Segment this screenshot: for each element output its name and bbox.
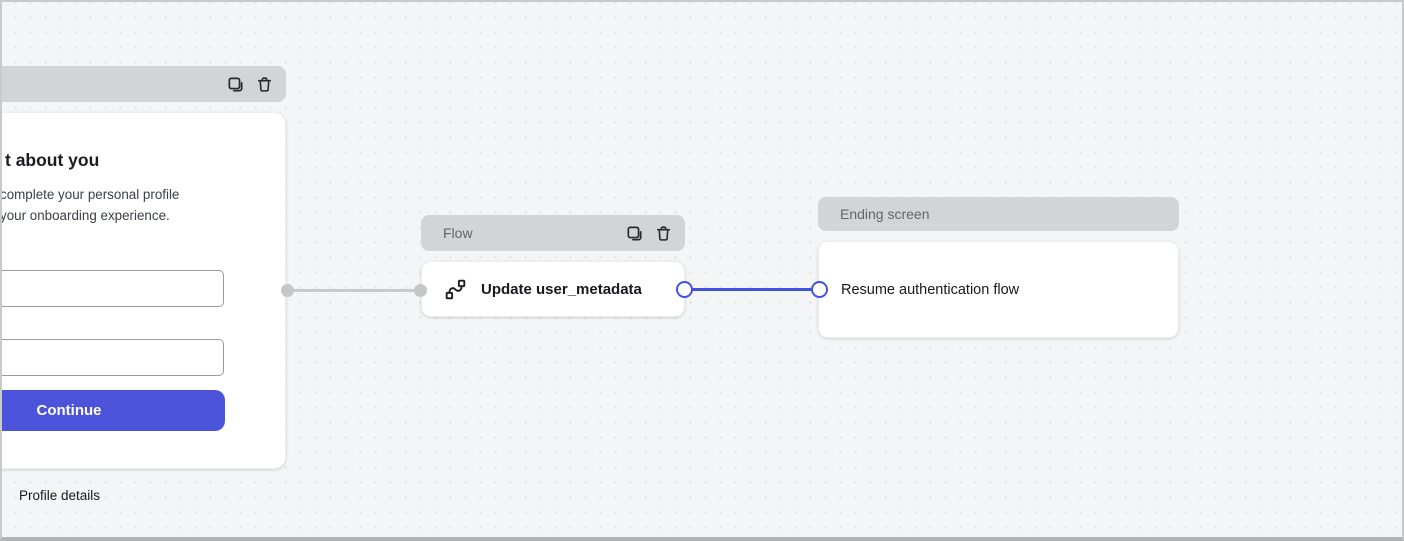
description-line-2: your onboarding experience. [0,207,170,223]
profile-input-1[interactable] [2,270,224,307]
trash-icon[interactable] [654,224,672,242]
profile-output-handle[interactable] [280,283,294,297]
flow-output-handle[interactable] [675,280,693,298]
flow-input-handle[interactable] [413,283,427,297]
flow-node-header[interactable]: Flow [421,215,685,251]
edge-flow-to-ending[interactable] [684,287,819,291]
ending-node-label: Resume authentication flow [841,281,1020,298]
continue-button[interactable]: Continue [2,390,225,431]
profile-form-title: t about you [5,150,100,170]
profile-node-header[interactable] [2,66,286,102]
profile-form-description: complete your personal profile your onbo… [0,185,180,226]
profile-node-label: Profile details [19,488,101,503]
copy-icon[interactable] [226,75,244,93]
profile-form-card[interactable]: t about you complete your personal profi… [0,112,286,469]
trash-icon[interactable] [255,75,273,93]
ending-node-header[interactable]: Ending screen [818,197,1179,231]
ending-input-handle[interactable] [810,280,828,298]
description-line-1: complete your personal profile [0,187,180,202]
flow-node-label: Update user_metadata [481,280,642,298]
profile-input-2[interactable] [2,339,224,376]
ending-node-card[interactable]: Resume authentication flow [818,241,1179,338]
flow-node-title: Flow [443,225,473,241]
copy-icon[interactable] [625,224,643,242]
flow-icon [445,279,466,300]
edge-profile-to-flow[interactable] [287,289,420,292]
ending-node-title: Ending screen [840,206,930,222]
flow-node-card[interactable]: Update user_metadata [421,261,685,317]
